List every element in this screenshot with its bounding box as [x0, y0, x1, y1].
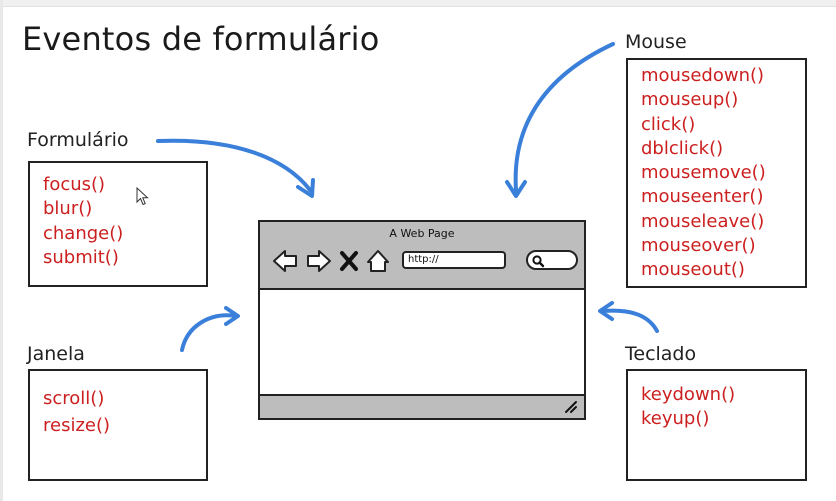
mouse-event-list: mousedown() mouseup() click() dblclick()…	[641, 64, 805, 283]
event-item: mouseenter()	[641, 186, 764, 208]
browser-status-bar	[260, 394, 584, 418]
resize-grip-icon[interactable]	[564, 400, 578, 414]
arrow-mouse	[505, 42, 615, 198]
event-item: click()	[641, 113, 696, 135]
event-item: change()	[43, 222, 124, 244]
back-arrow-icon	[273, 250, 297, 272]
arrow-formulario	[156, 138, 315, 198]
formulario-label: Formulário	[27, 129, 129, 151]
close-icon	[340, 251, 358, 271]
mouse-pointer-icon	[136, 187, 149, 206]
search-icon	[532, 255, 545, 268]
window-left-edge	[0, 0, 3, 501]
mouse-box: mousedown() mouseup() click() dblclick()…	[626, 58, 807, 288]
event-item: mouseout()	[641, 259, 745, 281]
event-item: mousemove()	[641, 162, 766, 184]
slide-title: Eventos de formulário	[22, 20, 380, 58]
event-item: keydown()	[641, 384, 736, 405]
teclado-label: Teclado	[625, 343, 697, 365]
browser-page-title: A Web Page	[389, 227, 455, 240]
event-item: submit()	[43, 246, 119, 268]
janela-box: scroll() resize()	[28, 369, 208, 481]
formulario-box: focus() blur() change() submit()	[28, 161, 208, 287]
forward-arrow-icon	[307, 250, 331, 272]
event-item: mouseup()	[641, 89, 739, 111]
event-item: mousedown()	[641, 65, 765, 86]
arrow-janela	[180, 306, 240, 352]
window-top-edge	[0, 0, 836, 7]
teclado-event-list: keydown() keyup()	[641, 383, 805, 432]
browser-wireframe: A Web Page http://	[258, 220, 586, 420]
arrow-teclado	[598, 301, 659, 333]
event-item: dblclick()	[641, 137, 724, 159]
event-item: focus()	[43, 174, 106, 195]
browser-nav-icons	[273, 250, 389, 272]
browser-address-bar[interactable]: http://	[402, 251, 506, 269]
event-item: scroll()	[43, 388, 105, 409]
janela-label: Janela	[27, 343, 85, 365]
browser-search-box[interactable]	[526, 250, 578, 270]
event-item: mouseleave()	[641, 210, 765, 232]
browser-toolbar: A Web Page http://	[260, 222, 584, 290]
formulario-event-list: focus() blur() change() submit()	[43, 173, 206, 270]
event-item: keyup()	[641, 408, 710, 430]
janela-event-list: scroll() resize()	[43, 385, 206, 439]
home-icon	[367, 250, 389, 272]
event-item: resize()	[43, 415, 111, 436]
teclado-box: keydown() keyup()	[626, 369, 807, 481]
event-item: blur()	[43, 198, 93, 220]
mouse-label: Mouse	[625, 31, 687, 53]
event-item: mouseover()	[641, 235, 756, 257]
